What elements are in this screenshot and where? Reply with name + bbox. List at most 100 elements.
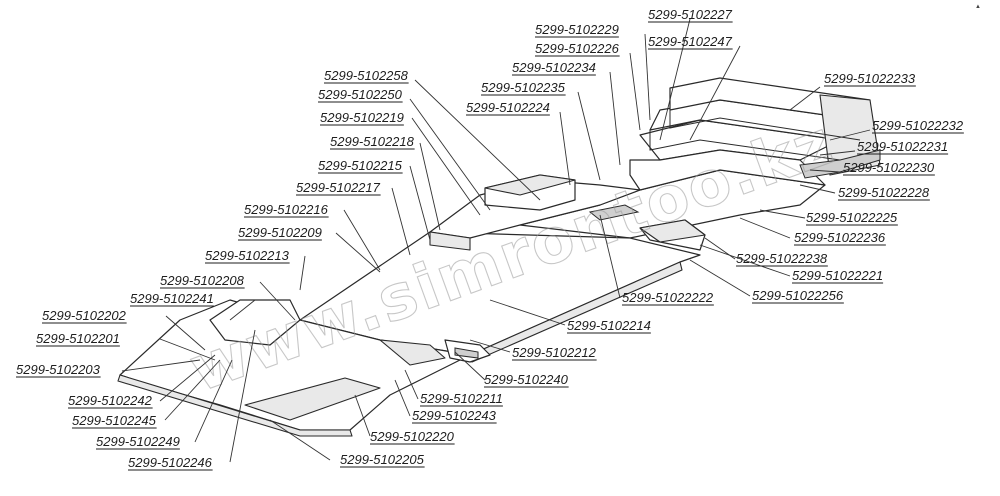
leader	[194, 359, 233, 443]
leader	[391, 187, 411, 256]
leader	[299, 255, 306, 291]
leader	[689, 259, 751, 297]
leader	[269, 419, 331, 461]
part-label: 5299-5102249	[96, 434, 180, 449]
part-label: 5299-5102241	[130, 291, 214, 306]
part-label: 5299-5102217	[296, 180, 381, 195]
part-label: 5299-51022221	[792, 268, 883, 283]
part-label: 5299-5102216	[244, 202, 329, 217]
part-label: 5299-5102226	[535, 41, 620, 56]
leader	[739, 217, 791, 239]
tunnel-side	[429, 231, 471, 251]
part-label: 5299-51022256	[752, 288, 844, 303]
part-label: 5299-5102246	[128, 455, 213, 470]
leader	[229, 299, 256, 321]
part-label: 5299-5102240	[484, 372, 569, 387]
leader	[335, 232, 381, 273]
box-right-top	[639, 219, 706, 243]
part-label: 5299-5102245	[72, 413, 157, 428]
leader	[419, 142, 441, 231]
part-label: 5299-5102211	[420, 391, 503, 406]
part-label: 5299-5102213	[205, 248, 290, 263]
part-label: 5299-51022222	[622, 290, 714, 305]
box-rear-top	[484, 174, 576, 196]
leader	[609, 71, 621, 166]
leader-lines	[121, 18, 871, 463]
part-label: 5299-5102243	[412, 408, 497, 423]
step-edge-1	[649, 130, 841, 161]
part-label: 5299-5102202	[42, 308, 127, 323]
part-label: 5299-5102209	[238, 225, 322, 240]
part-label: 5299-5102208	[160, 273, 245, 288]
part-label: 5299-5102205	[340, 452, 425, 467]
leader	[121, 359, 201, 372]
slot-center	[588, 204, 640, 221]
part-label: 5299-51022232	[872, 118, 964, 133]
part-label: 5299-5102212	[512, 345, 597, 360]
leader	[394, 379, 411, 417]
leader	[489, 299, 566, 326]
leader	[165, 315, 206, 351]
leader	[409, 165, 431, 241]
leader	[159, 354, 216, 402]
tunnel	[429, 174, 706, 251]
part-label: 5299-51022231	[857, 139, 948, 154]
step-left-dark	[454, 347, 479, 359]
part-label: 5299-5102235	[481, 80, 566, 95]
part-label: 5299-51022228	[838, 185, 930, 200]
part-label: 5299-51022233	[824, 71, 916, 86]
part-label: 5299-5102215	[318, 158, 403, 173]
leader	[229, 329, 256, 463]
leader	[411, 117, 481, 216]
part-label: 5299-5102242	[68, 393, 153, 408]
leader	[343, 209, 381, 271]
leader	[659, 18, 691, 141]
floor-panels	[117, 169, 826, 437]
part-label: 5299-51022236	[794, 230, 886, 245]
part-label: 5299-5102203	[16, 362, 101, 377]
leader	[414, 79, 541, 201]
leader	[799, 184, 836, 194]
leader	[829, 129, 871, 141]
leader	[577, 91, 601, 181]
leader	[409, 98, 491, 211]
leader	[809, 169, 841, 173]
leader	[159, 338, 216, 361]
part-label: 5299-5102218	[330, 134, 415, 149]
corner-mark: ▲	[975, 4, 981, 10]
leader	[354, 394, 371, 437]
part-label: 5299-5102247	[648, 34, 733, 49]
part-label: 5299-51022238	[736, 251, 828, 266]
part-label: 5299-5102227	[648, 7, 733, 22]
leader	[164, 359, 221, 421]
part-label: 5299-5102219	[320, 110, 404, 125]
plate-front-left	[244, 377, 381, 421]
leader	[629, 52, 641, 131]
leader	[559, 111, 571, 186]
part-label: 5299-5102229	[535, 22, 619, 37]
leader	[259, 281, 296, 321]
step-lower	[629, 149, 826, 191]
part-label: 5299-5102224	[466, 100, 550, 115]
part-label: 5299-5102250	[318, 87, 403, 102]
step-edge-2	[669, 110, 861, 141]
part-label: 5299-51022230	[843, 160, 935, 175]
leader	[404, 369, 419, 400]
leader	[454, 351, 486, 381]
part-label: 5299-5102201	[36, 331, 120, 346]
leader	[789, 86, 821, 111]
leader	[644, 33, 651, 121]
leader	[819, 150, 856, 156]
plate-wheel-left	[209, 299, 301, 346]
step-left-top	[379, 339, 446, 366]
panel-front-edge	[117, 374, 353, 437]
part-label: 5299-5102258	[324, 68, 409, 83]
leader	[599, 214, 621, 299]
leader	[759, 209, 806, 219]
leader	[689, 45, 741, 141]
part-label: 5299-5102234	[512, 60, 596, 75]
part-label: 5299-5102220	[370, 429, 455, 444]
leader	[469, 339, 511, 353]
